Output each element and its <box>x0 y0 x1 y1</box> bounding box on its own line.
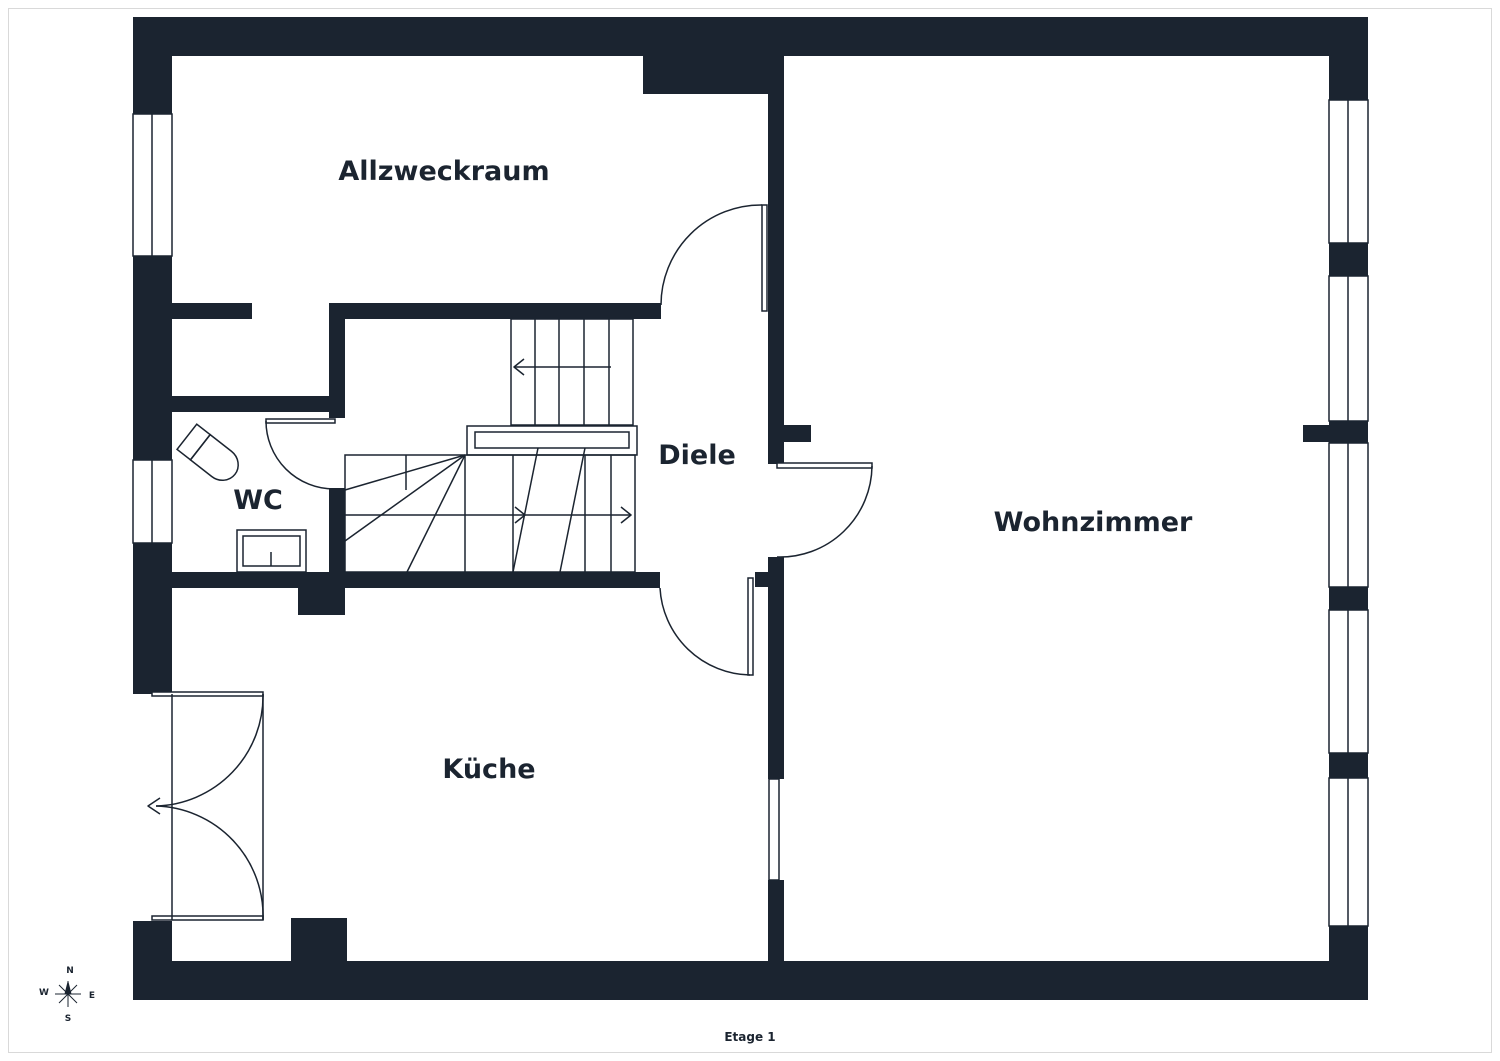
compass-north: N <box>66 966 74 976</box>
room-label-allzweckraum: Allzweckraum <box>338 156 549 187</box>
staircase <box>344 318 638 573</box>
compass-west: W <box>39 988 49 998</box>
walls <box>133 17 1368 1000</box>
page-frame <box>8 8 1492 1053</box>
compass-icon <box>55 981 81 1007</box>
room-label-diele: Diele <box>658 440 736 471</box>
room-label-kueche: Küche <box>442 754 535 785</box>
room-label-wohnzimmer: Wohnzimmer <box>994 507 1193 538</box>
wc-toilet <box>175 423 239 481</box>
windows <box>132 99 1369 927</box>
doors <box>147 204 873 921</box>
room-label-wc: WC <box>233 485 283 516</box>
floor-label: Etage 1 <box>724 1030 775 1044</box>
compass-south: S <box>65 1014 71 1024</box>
wc-sink <box>236 529 307 573</box>
compass-rose: N S E W <box>39 966 95 1024</box>
compass-east: E <box>89 991 95 1001</box>
